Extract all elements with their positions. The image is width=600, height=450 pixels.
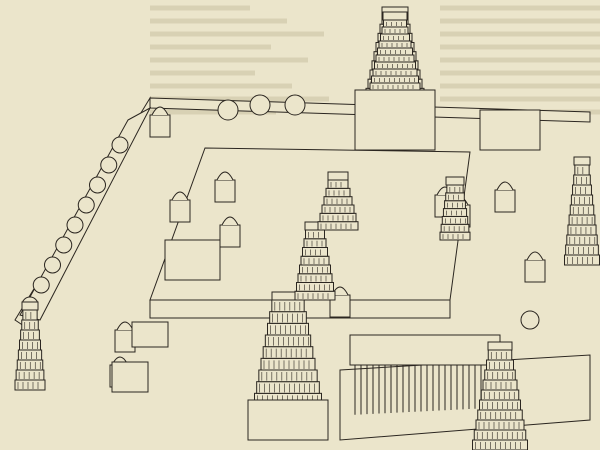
inner-gopuram-tier (296, 282, 334, 292)
front-wall (339, 354, 591, 441)
shrine-dome (216, 171, 234, 181)
right-front-gopuram-crown (487, 341, 513, 351)
tree (32, 276, 50, 294)
court-tower-right-tier (439, 231, 471, 241)
shrine-dome (526, 251, 544, 261)
main-vimana-upper-tier (383, 19, 407, 28)
front-pavilion (111, 361, 149, 393)
main-vimana-upper-tier (375, 54, 415, 63)
right-front-gopuram-tier (480, 389, 520, 401)
right-front-gopuram-tier (479, 399, 521, 411)
main-vimana-upper-tier (377, 47, 413, 56)
left-gopuram-tier (22, 309, 38, 321)
tree (100, 156, 118, 174)
tree (55, 236, 73, 254)
inner-gopuram-tier (297, 273, 333, 283)
pillared-hall-roof (349, 334, 501, 366)
shrine-dome (151, 106, 169, 116)
right-front-gopuram-tier (482, 379, 518, 391)
inner-gopuram-tier (300, 255, 330, 266)
trees (21, 94, 540, 330)
left-gopuram-tier (15, 369, 45, 381)
vimana-base (354, 89, 436, 151)
court-tower-tier (325, 187, 351, 198)
inner-gopuram-tier (302, 247, 328, 257)
front-pavilion (131, 321, 169, 348)
shrine-dome (171, 191, 189, 201)
tree (217, 99, 239, 121)
front-gopuram-tier (271, 299, 305, 313)
tree (66, 216, 84, 234)
front-gopuram-tier (262, 346, 314, 359)
main-vimana-upper-tier (378, 40, 412, 49)
tree (284, 94, 306, 116)
front-gopuram-tier (269, 311, 307, 324)
main-vimana-upper-tier (380, 33, 410, 42)
shrine (169, 199, 191, 223)
shrine (219, 224, 241, 248)
court-tower-right-tier (442, 208, 468, 217)
right-gopuram-tier (567, 224, 597, 236)
right-gopuram-tier (566, 234, 598, 246)
front-gopuram-gate (247, 399, 329, 441)
court-tower-crown (327, 171, 349, 181)
tree (111, 136, 129, 154)
main-vimana-upper-tier (371, 75, 419, 84)
front-gopuram-tier (258, 369, 318, 383)
inner-gopuram-tier (294, 290, 336, 301)
mandapa (164, 239, 221, 281)
court-tower-right-crown (445, 176, 465, 186)
right-front-gopuram-tier (487, 349, 513, 361)
front-gopuram-tier (264, 334, 312, 348)
court-tower-tier (317, 221, 359, 231)
shrine-dome (496, 181, 514, 191)
tree (44, 256, 61, 274)
main-vimana-upper-tier (372, 68, 418, 77)
gopuram-towers (14, 6, 600, 450)
shrine (214, 179, 236, 203)
tree (520, 310, 540, 330)
corner-shrine (479, 109, 541, 151)
main-vimana-upper-tier (369, 82, 421, 91)
main-vimana-upper-tier (374, 61, 416, 70)
inner-gopuram-tier (299, 264, 331, 275)
right-gopuram-tier (574, 164, 590, 176)
tree (77, 196, 95, 214)
shrine (149, 114, 171, 138)
court-tower-tier (321, 204, 355, 214)
court-tower-tier (323, 196, 353, 206)
shrine (494, 189, 516, 213)
left-gopuram-tier (14, 379, 46, 391)
tree (249, 94, 271, 116)
left-gopuram-tier (17, 349, 43, 361)
right-gopuram-tier (564, 254, 600, 266)
shrine (524, 259, 546, 283)
court-tower-right-tier (440, 223, 470, 233)
tree (89, 176, 106, 194)
right-front-gopuram-tier (484, 369, 516, 381)
front-gopuram-tier (267, 322, 309, 336)
main-vimana-upper-crown (382, 11, 408, 21)
right-gopuram-crown (573, 156, 591, 166)
left-gopuram-crown (21, 301, 39, 311)
shrine-dome (221, 216, 239, 226)
shrine-dome (116, 321, 134, 331)
right-front-gopuram-tier (475, 419, 525, 431)
right-gopuram-tier (569, 204, 595, 216)
